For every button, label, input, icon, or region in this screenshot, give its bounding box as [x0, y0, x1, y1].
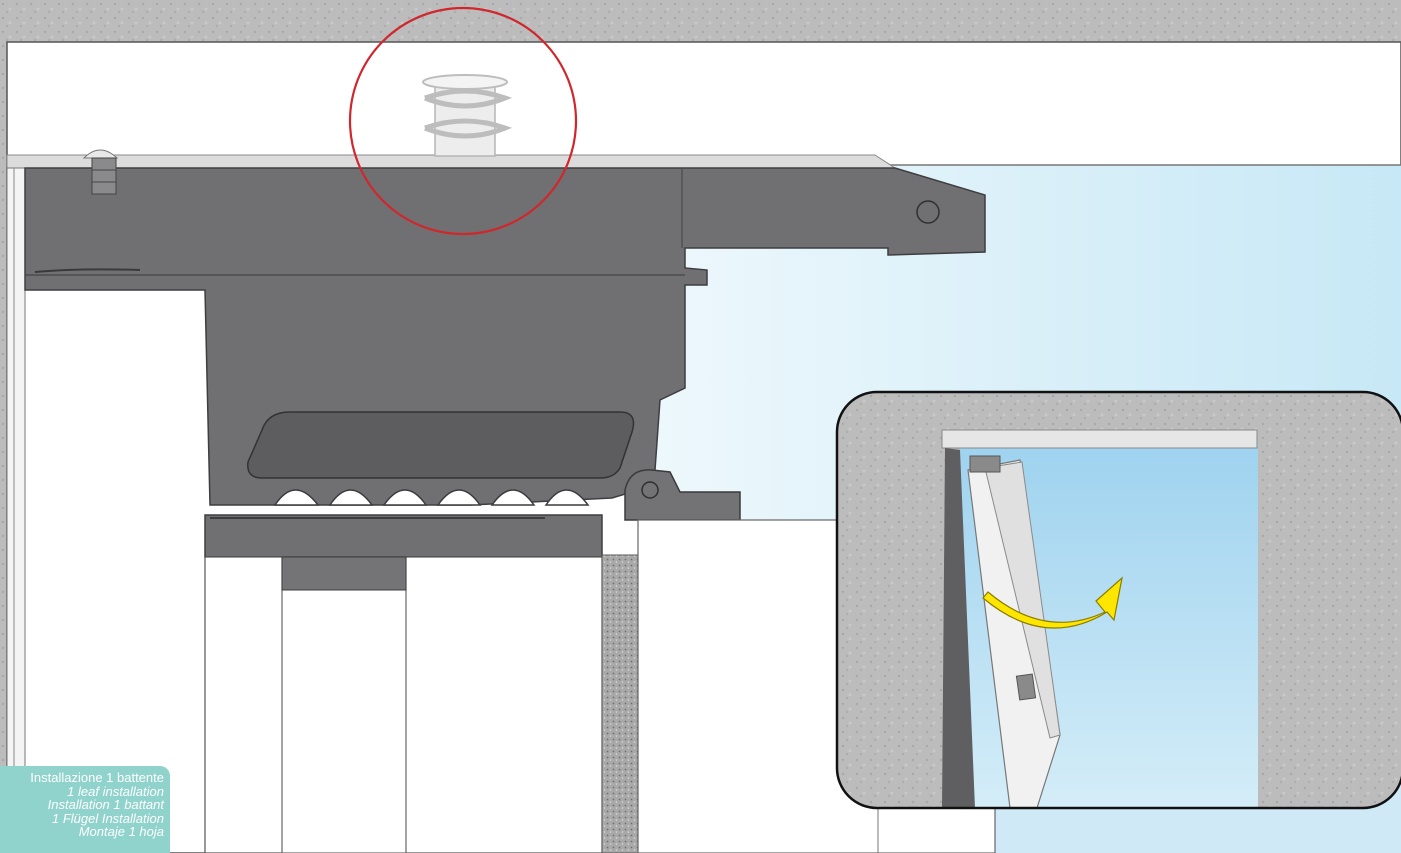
operator-recess [247, 411, 635, 479]
door-handle-block [281, 556, 407, 591]
caption-english: 1 leaf installation [67, 783, 164, 799]
operator-teeth [273, 489, 590, 506]
caption-french: Installation 1 battant [47, 797, 164, 812]
left-frame [6, 167, 26, 853]
caption-italian: Installazione 1 battente [30, 770, 164, 785]
door-top-bar [204, 514, 603, 558]
caption-german: 1 Flügel Installation [51, 810, 164, 826]
inset-door-leaf [967, 459, 1061, 808]
red-circle-highlight-icon [348, 6, 578, 236]
pivot-hole [916, 200, 940, 224]
insulation-strip [601, 554, 639, 853]
mounting-plate [6, 154, 897, 169]
screw-head [82, 149, 119, 159]
anchor-spring [422, 74, 513, 157]
curved-yellow-arrow-icon [982, 576, 1123, 629]
caption-spanish: Montaje 1 hoja [78, 824, 164, 839]
inset-door-view [835, 390, 1401, 810]
installation-caption: Installazione 1 battente 1 leaf installa… [0, 766, 170, 853]
